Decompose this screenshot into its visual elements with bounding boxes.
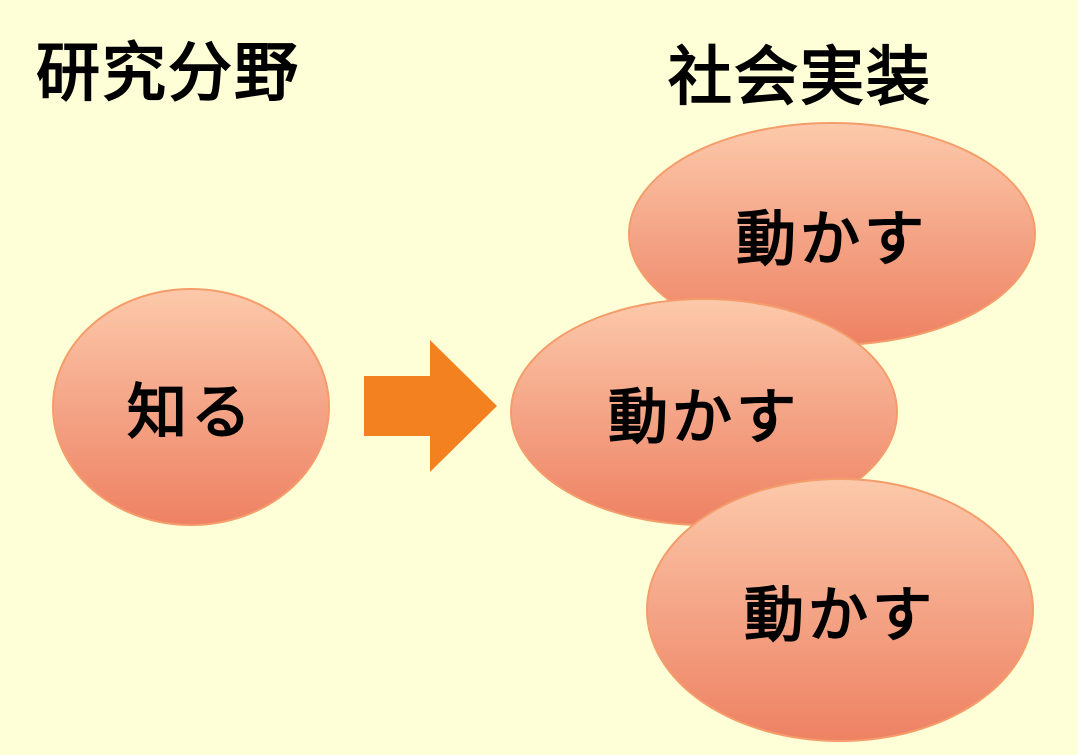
right-arrow-shape <box>364 340 497 472</box>
target-ellipse-middle-label: 動かす <box>608 384 800 451</box>
source-ellipse-label: 知る <box>127 379 255 446</box>
target-ellipse-bottom: 動かす <box>646 478 1034 742</box>
heading-social-implementation: 社会実装 <box>668 42 932 113</box>
heading-research-field: 研究分野 <box>36 38 300 109</box>
target-ellipse-top-label: 動かす <box>736 206 928 273</box>
source-ellipse: 知る <box>52 288 330 526</box>
target-ellipse-bottom-label: 動かす <box>744 582 936 649</box>
right-arrow-icon <box>364 340 497 472</box>
